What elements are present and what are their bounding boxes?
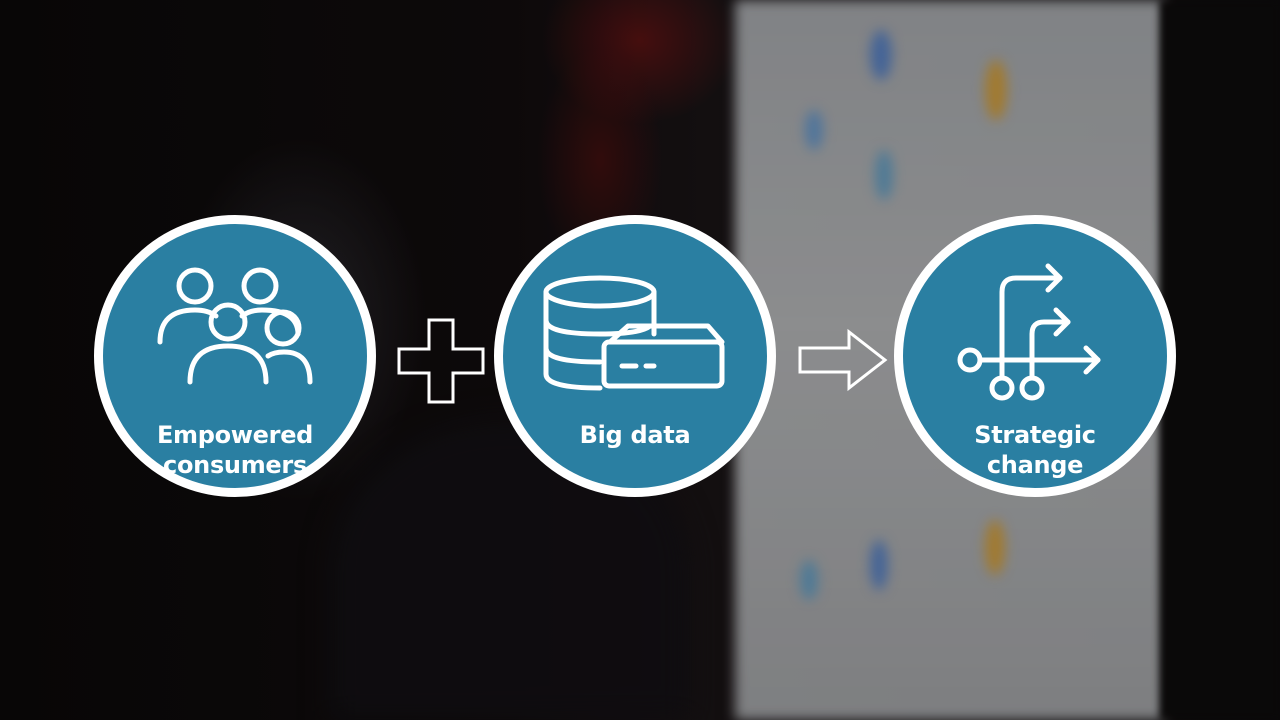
database-server-icon [543,275,725,391]
people-group-icon [157,267,313,385]
background-blur-spot [870,30,892,80]
background-blur-spot [805,110,823,150]
background-dark-edge [1160,0,1280,720]
node-label-line2: change [986,451,1084,479]
plus-icon [397,318,485,404]
background-blur-spot [875,150,893,200]
node-big-data: Big data [494,215,776,497]
background-blur-spot [985,520,1005,575]
background-blur-spot [870,540,888,590]
right-arrow-icon [798,328,888,392]
background-blur-spot [985,60,1007,120]
node-strategic-change: Strategic change [894,215,1176,497]
node-label-line2: consumers [163,451,307,479]
background-blur-spot [800,560,818,600]
branching-arrows-icon [957,263,1101,401]
node-label-line1: Strategic [974,421,1096,449]
node-empowered-consumers: Empowered consumers [94,215,376,497]
node-label-line1: Empowered [156,421,314,449]
node-label-line1: Big data [579,421,691,449]
